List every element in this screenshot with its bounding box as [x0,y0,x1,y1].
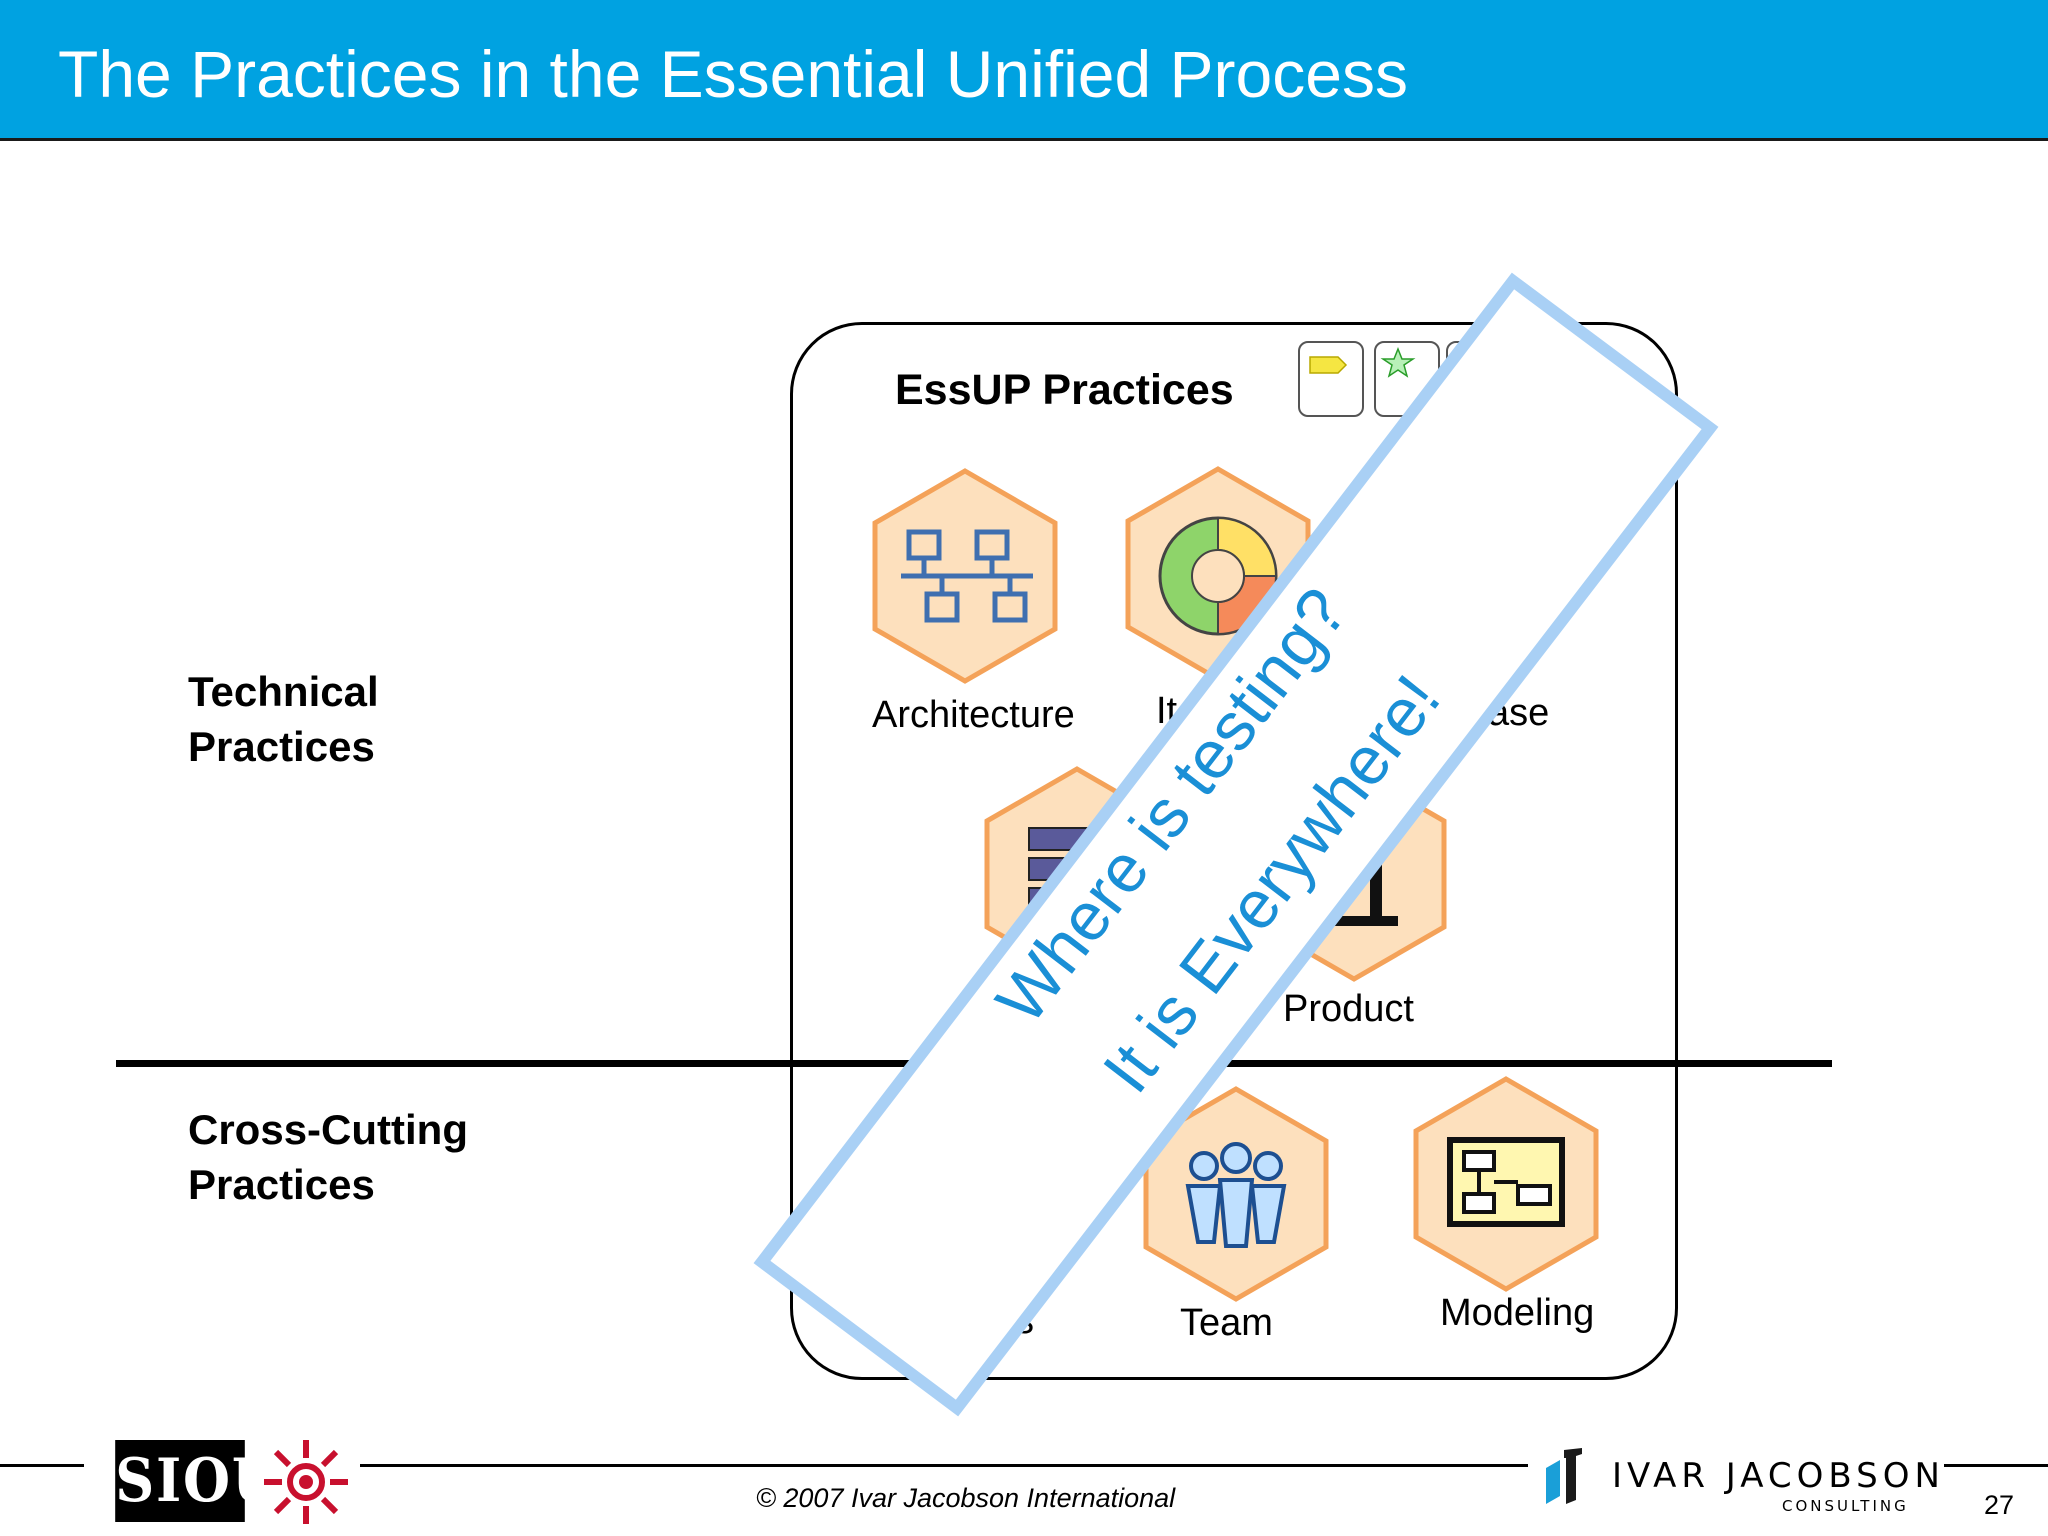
sioux-sun-icon [264,1440,348,1524]
product-icon [1324,862,1398,926]
team-icon [1185,1142,1287,1248]
architecture-label: Architecture [872,694,1075,736]
panel-title: EssUP Practices [895,366,1234,414]
modeling-icon [1447,1137,1565,1227]
team-hexagon [1142,1086,1330,1302]
product-label: Product [1283,988,1414,1030]
ivar-jacobson-consulting: CONSULTING [1782,1497,1909,1515]
footer-line-left [0,1464,84,1467]
cross-cutting-label-line2: Practices [188,1161,375,1208]
footer-line-right [1944,1464,2048,1467]
tag-card-icon [1298,341,1364,417]
essup-practices-panel [790,322,1678,1380]
ivar-jacobson-logo-icon [1546,1448,1582,1504]
technical-label-line2: Practices [188,723,375,770]
team-label: Team [1180,1302,1273,1344]
cross-cutting-practices-label: Cross-Cutting Practices [188,1102,688,1212]
network-icon [901,529,1033,623]
iteration-cycle-icon [1158,516,1278,636]
footer-line-center [360,1464,1528,1467]
cross-cutting-label-line1: Cross-Cutting [188,1106,468,1153]
page-number: 27 [1984,1490,2015,1520]
ivar-jacobson-name: IVAR JACOBSON [1612,1456,1945,1496]
modeling-hexagon [1412,1076,1600,1292]
copyright-text: © 2007 Ivar Jacobson International [756,1483,1176,1513]
title-bar: The Practices in the Essential Unified P… [0,0,2048,141]
modeling-label: Modeling [1440,1292,1595,1334]
technical-practices-label: Technical Practices [188,664,688,774]
architecture-hexagon [871,468,1059,684]
technical-label-line1: Technical [188,668,379,715]
sioux-logo: SIOUX [115,1440,323,1522]
slide-title: The Practices in the Essential Unified P… [58,37,1408,111]
